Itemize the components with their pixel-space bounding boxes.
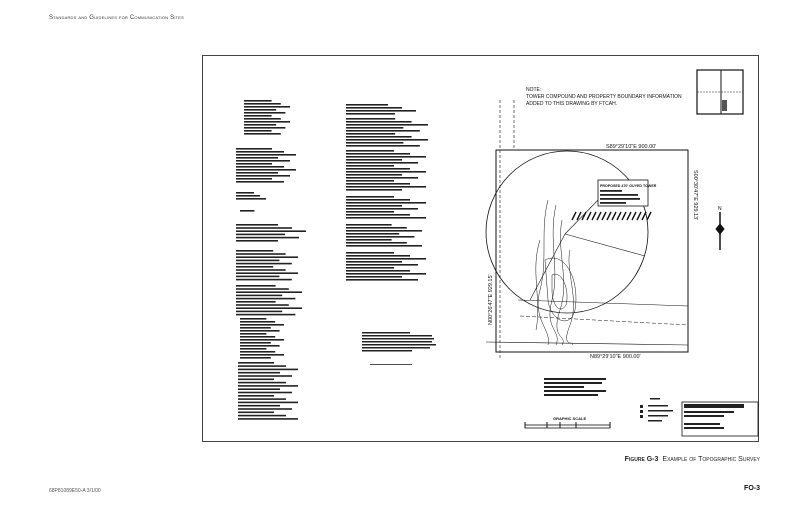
page-number: FO-3 <box>744 485 760 492</box>
note-line-2: ADDED TO THIS DRAWING BY FTCAH. <box>526 101 617 107</box>
note-title: NOTE: <box>526 87 541 93</box>
running-header: Standards and Guidelines for Communicati… <box>49 15 185 21</box>
vicinity-map <box>696 69 744 115</box>
document-id: 68P81089E50-A 3/1/00 <box>49 488 101 494</box>
graphic-scale-bar <box>524 422 611 429</box>
north-arrow: N <box>715 206 725 250</box>
title-block <box>681 401 759 437</box>
svg-text:N: N <box>718 206 722 212</box>
legend <box>640 398 673 422</box>
graphic-scale-label: GRAPHIC SCALE <box>553 416 586 421</box>
note-line-1: TOWER COMPOUND AND PROPERTY BOUNDARY INF… <box>526 94 682 100</box>
survey-data-tables <box>236 100 428 420</box>
tower-label: PROPOSED 470' GUYED TOWER <box>600 184 657 188</box>
figure-number: Figure G-3 <box>624 456 659 463</box>
tower-callout-box <box>597 179 649 207</box>
fall-radius-circle <box>485 150 649 314</box>
figure-title: Example of Topographic Survey <box>662 456 760 463</box>
property-boundary <box>495 149 689 353</box>
bearing-top: S89°29'10"E 900.00' <box>606 144 656 150</box>
contour-lines <box>535 199 577 346</box>
bearing-bottom: N89°29'10"E 900.00' <box>590 354 641 360</box>
bearing-left: N00°26'47"E 929.15' <box>488 274 494 325</box>
bearing-right: S00°30'47"E 929.13' <box>692 170 698 220</box>
drawing-frame <box>202 55 759 442</box>
